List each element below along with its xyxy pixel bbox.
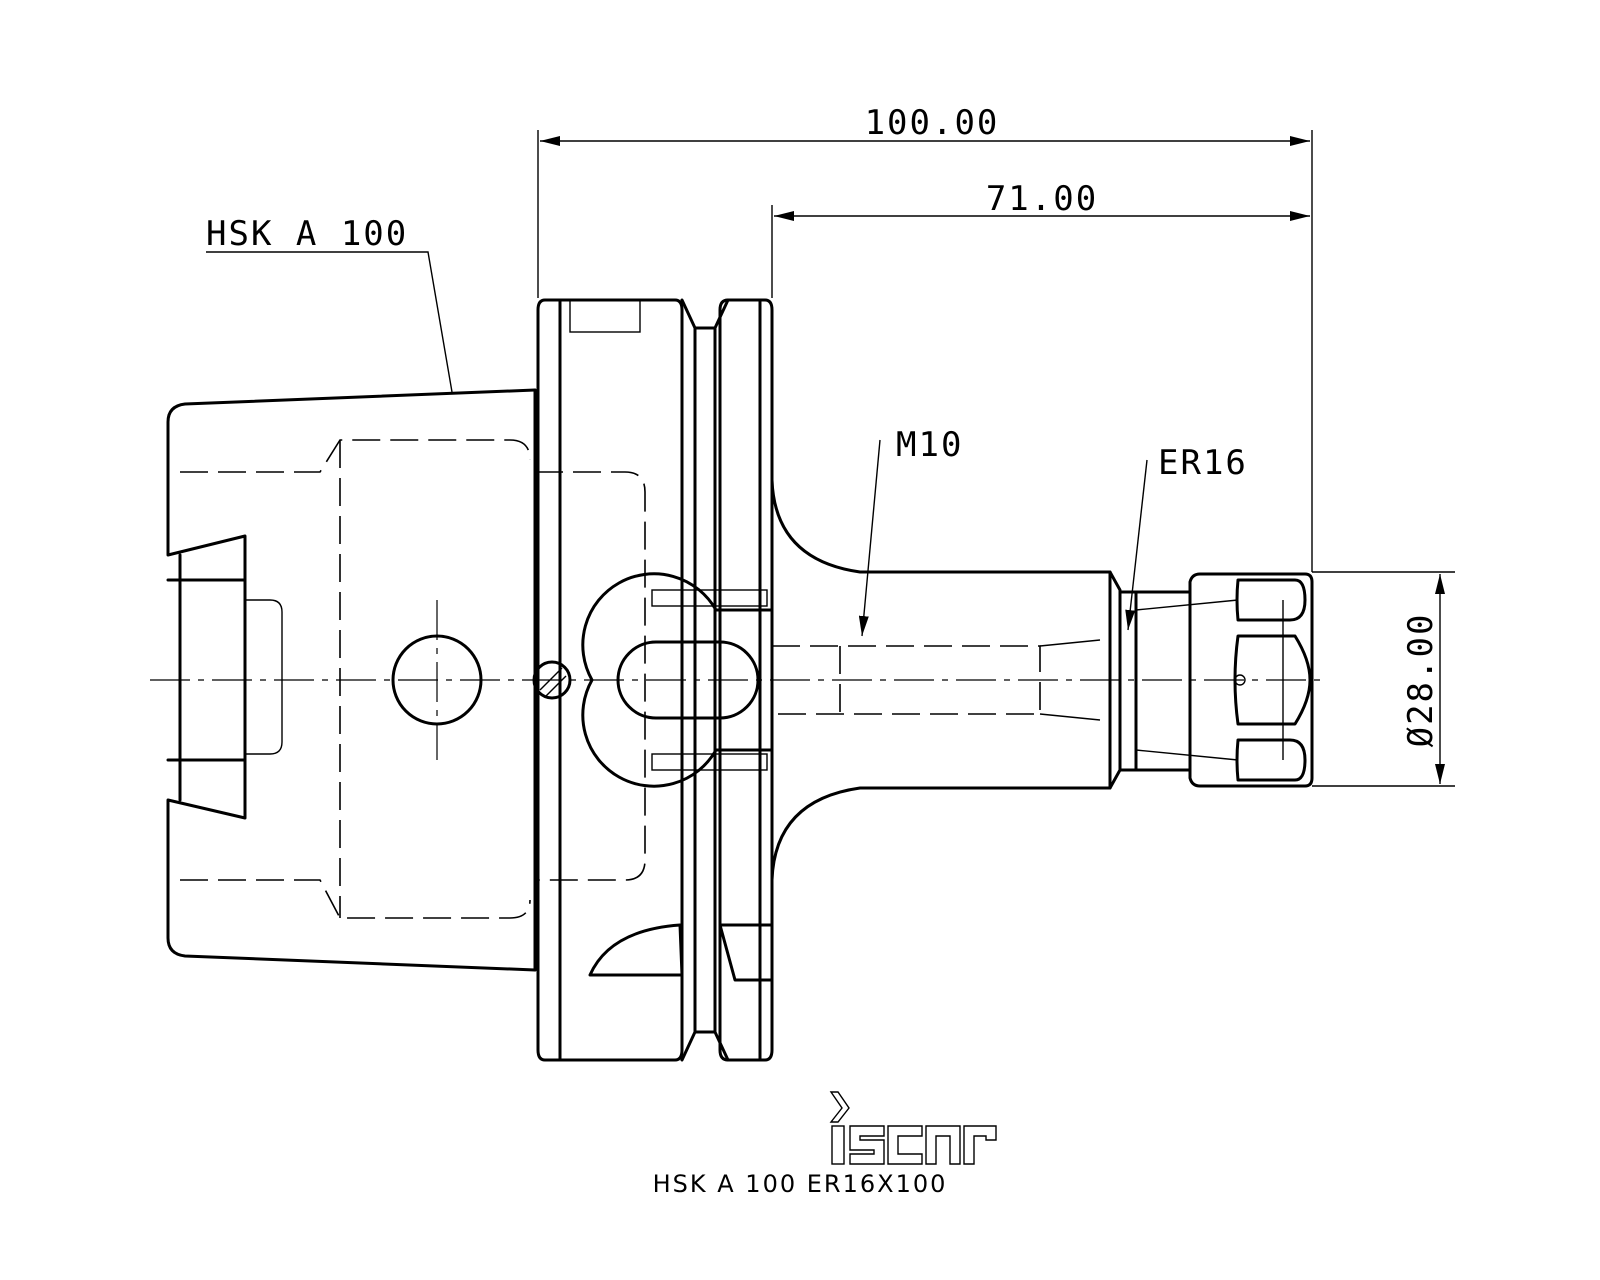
shank-leader [206,251,453,393]
dimension-lines [206,130,1455,787]
thread-label: M10 [896,425,963,465]
er-collet-nut [1134,572,1314,788]
shank-label: HSK A 100 [206,214,408,254]
collet-label: ER16 [1158,443,1248,483]
flange [536,298,774,1062]
part-designation: HSK A 100 ER16X100 [652,1170,948,1198]
overall-length-label: 100.00 [865,103,1000,143]
hsk-shank [166,388,646,972]
body-neck [770,478,1138,882]
gauge-length-label: 71.00 [986,179,1098,219]
diameter-label: Ø28.00 [1401,613,1441,748]
iscar-logo [829,1091,997,1165]
